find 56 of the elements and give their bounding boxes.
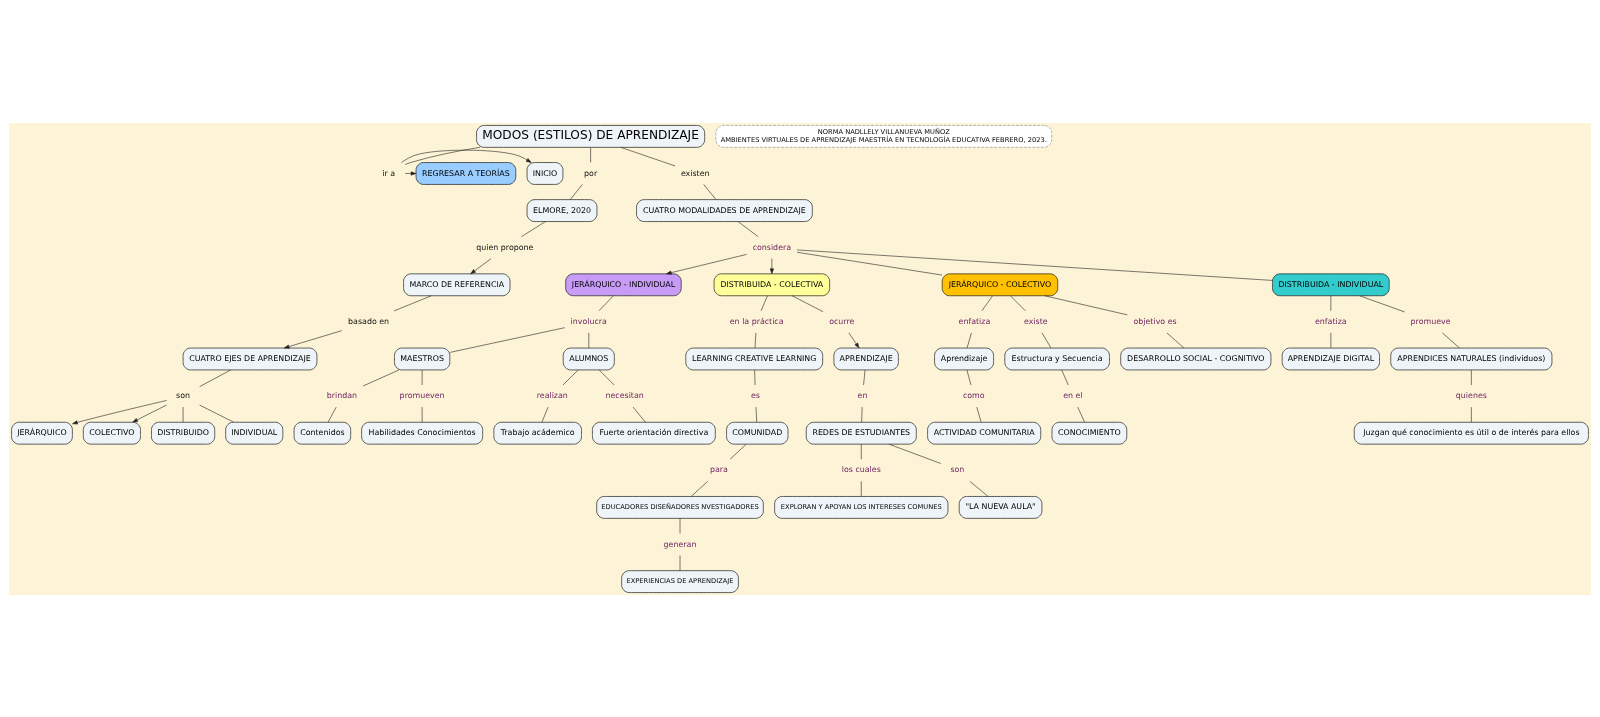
arrow — [666, 253, 747, 275]
connector — [703, 183, 717, 200]
connector — [199, 369, 231, 387]
connector — [737, 220, 759, 237]
connector — [199, 404, 234, 422]
connector — [796, 251, 943, 275]
connector — [888, 443, 942, 464]
arrow — [404, 170, 417, 175]
connector — [791, 294, 824, 312]
connector — [969, 480, 989, 497]
arrow — [769, 257, 774, 274]
connector — [393, 294, 432, 311]
connector — [863, 369, 866, 385]
connector — [981, 294, 993, 311]
connector — [1041, 332, 1052, 348]
connector — [449, 326, 566, 353]
connector — [1359, 294, 1405, 312]
connector — [796, 249, 1273, 281]
connector — [754, 369, 756, 385]
connector — [755, 406, 758, 422]
connector — [691, 480, 708, 497]
arrow — [283, 329, 342, 349]
connector — [1330, 294, 1332, 311]
arrow — [470, 257, 492, 274]
connector — [521, 220, 546, 237]
connector — [729, 443, 747, 460]
connector — [861, 406, 863, 422]
connector — [860, 443, 862, 460]
connector — [632, 406, 646, 422]
connector — [404, 146, 481, 165]
arrow — [132, 404, 167, 422]
connector — [1166, 332, 1185, 348]
connector — [327, 406, 337, 422]
connector — [976, 406, 982, 422]
connector — [362, 369, 400, 386]
connector — [1044, 294, 1128, 315]
connector — [562, 369, 579, 385]
node-box: MODOS (ESTILOS) DE APRENDIZAJE — [476, 124, 706, 148]
connector — [679, 554, 681, 571]
arrow — [401, 149, 532, 163]
connector — [598, 369, 615, 385]
arrow — [72, 399, 167, 424]
connector — [1471, 369, 1472, 385]
connector — [541, 406, 549, 422]
connector — [679, 517, 681, 534]
connector — [590, 146, 591, 163]
connector — [754, 332, 757, 348]
connector — [1471, 406, 1472, 422]
connector — [860, 480, 862, 497]
connector — [620, 146, 676, 166]
connector — [1442, 332, 1460, 348]
connector — [966, 332, 972, 348]
connector — [760, 294, 768, 311]
arrow — [848, 332, 860, 348]
connector — [598, 294, 614, 311]
connector — [570, 183, 583, 200]
